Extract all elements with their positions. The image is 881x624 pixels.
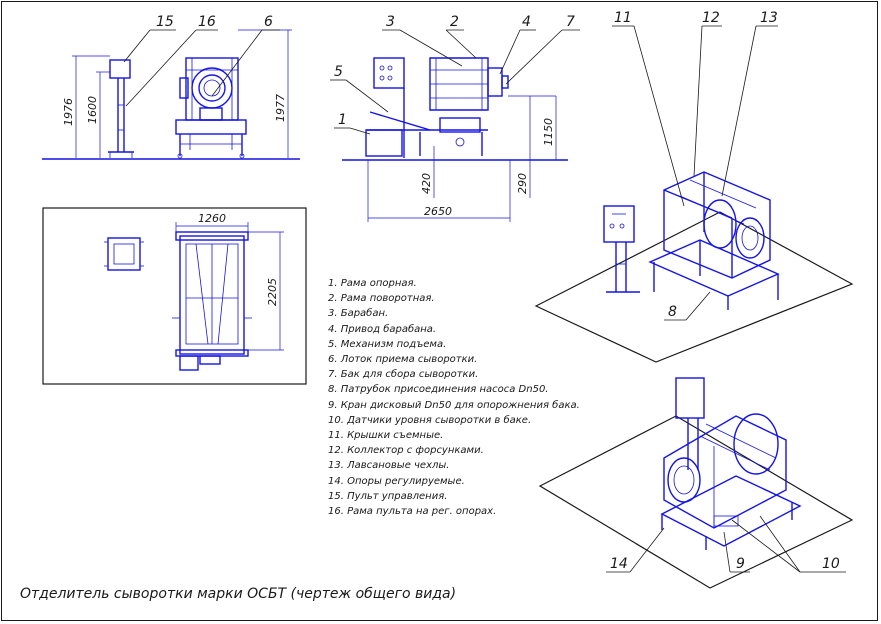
parts-legend: 1. Рама опорная. 2. Рама поворотная. 3. … bbox=[328, 276, 580, 519]
callout-4: 4 bbox=[522, 14, 531, 30]
plan-view bbox=[42, 207, 307, 385]
dimension-labels: 1976 1600 1977 1150 420 290 2650 1260 22… bbox=[62, 94, 555, 306]
front-view bbox=[42, 29, 300, 160]
callout-15: 15 bbox=[156, 14, 174, 30]
legend-item: 16. Рама пульта на рег. опорах. bbox=[328, 506, 497, 518]
legend-item: 15. Пульт управления. bbox=[328, 490, 448, 502]
callout-16: 16 bbox=[198, 14, 216, 30]
legend-item: 10. Датчики уровня сыворотки в баке. bbox=[328, 414, 532, 426]
legend-item: 9. Кран дисковый Dn50 для опорожнения ба… bbox=[328, 399, 580, 411]
side-view bbox=[342, 57, 568, 222]
dim-1260: 1260 bbox=[198, 212, 226, 225]
legend-item: 13. Лавсановые чехлы. bbox=[328, 460, 450, 472]
legend-item: 11. Крышки съемные. bbox=[328, 430, 444, 442]
callout-10: 10 bbox=[822, 556, 840, 572]
dim-1977: 1977 bbox=[274, 94, 287, 122]
dim-290: 290 bbox=[516, 173, 529, 194]
leader-lines bbox=[123, 25, 846, 573]
iso-view-bottom bbox=[538, 377, 854, 589]
legend-item: 4. Привод барабана. bbox=[328, 323, 437, 335]
dim-1976: 1976 bbox=[62, 98, 75, 126]
dim-1150: 1150 bbox=[542, 118, 555, 146]
callout-13: 13 bbox=[760, 10, 778, 26]
callout-2: 2 bbox=[450, 14, 459, 30]
callout-3: 3 bbox=[386, 14, 395, 30]
legend-item: 1. Рама опорная. bbox=[328, 278, 417, 289]
dim-420: 420 bbox=[420, 173, 433, 194]
callout-5: 5 bbox=[334, 64, 343, 80]
callout-14: 14 bbox=[610, 556, 628, 572]
legend-item: 3. Барабан. bbox=[328, 308, 389, 320]
callout-8: 8 bbox=[668, 304, 677, 320]
drawing-title: Отделитель сыворотки марки ОСБТ (чертеж … bbox=[20, 586, 457, 602]
dim-2205: 2205 bbox=[266, 278, 279, 306]
callout-1: 1 bbox=[338, 112, 347, 128]
iso-view-top bbox=[534, 171, 854, 363]
legend-item: 2. Рама поворотная. bbox=[328, 293, 435, 305]
callout-labels: 15 16 6 3 2 4 7 5 1 11 12 13 8 14 9 10 bbox=[156, 10, 840, 572]
dim-2650: 2650 bbox=[424, 205, 452, 218]
callout-9: 9 bbox=[736, 556, 745, 572]
legend-item: 5. Механизм подъема. bbox=[328, 338, 447, 350]
legend-item: 6. Лоток приема сыворотки. bbox=[328, 354, 478, 366]
legend-item: 7. Бак для сбора сыворотки. bbox=[328, 369, 479, 381]
dim-1600: 1600 bbox=[86, 96, 99, 124]
callout-6: 6 bbox=[264, 14, 273, 30]
legend-item: 8. Патрубок присоединения насоса Dn50. bbox=[328, 384, 549, 396]
legend-item: 12. Коллектор с форсунками. bbox=[328, 445, 484, 457]
callout-12: 12 bbox=[702, 10, 720, 26]
callout-11: 11 bbox=[614, 10, 632, 26]
legend-item: 14. Опоры регулируемые. bbox=[328, 475, 465, 487]
callout-7: 7 bbox=[566, 14, 575, 30]
